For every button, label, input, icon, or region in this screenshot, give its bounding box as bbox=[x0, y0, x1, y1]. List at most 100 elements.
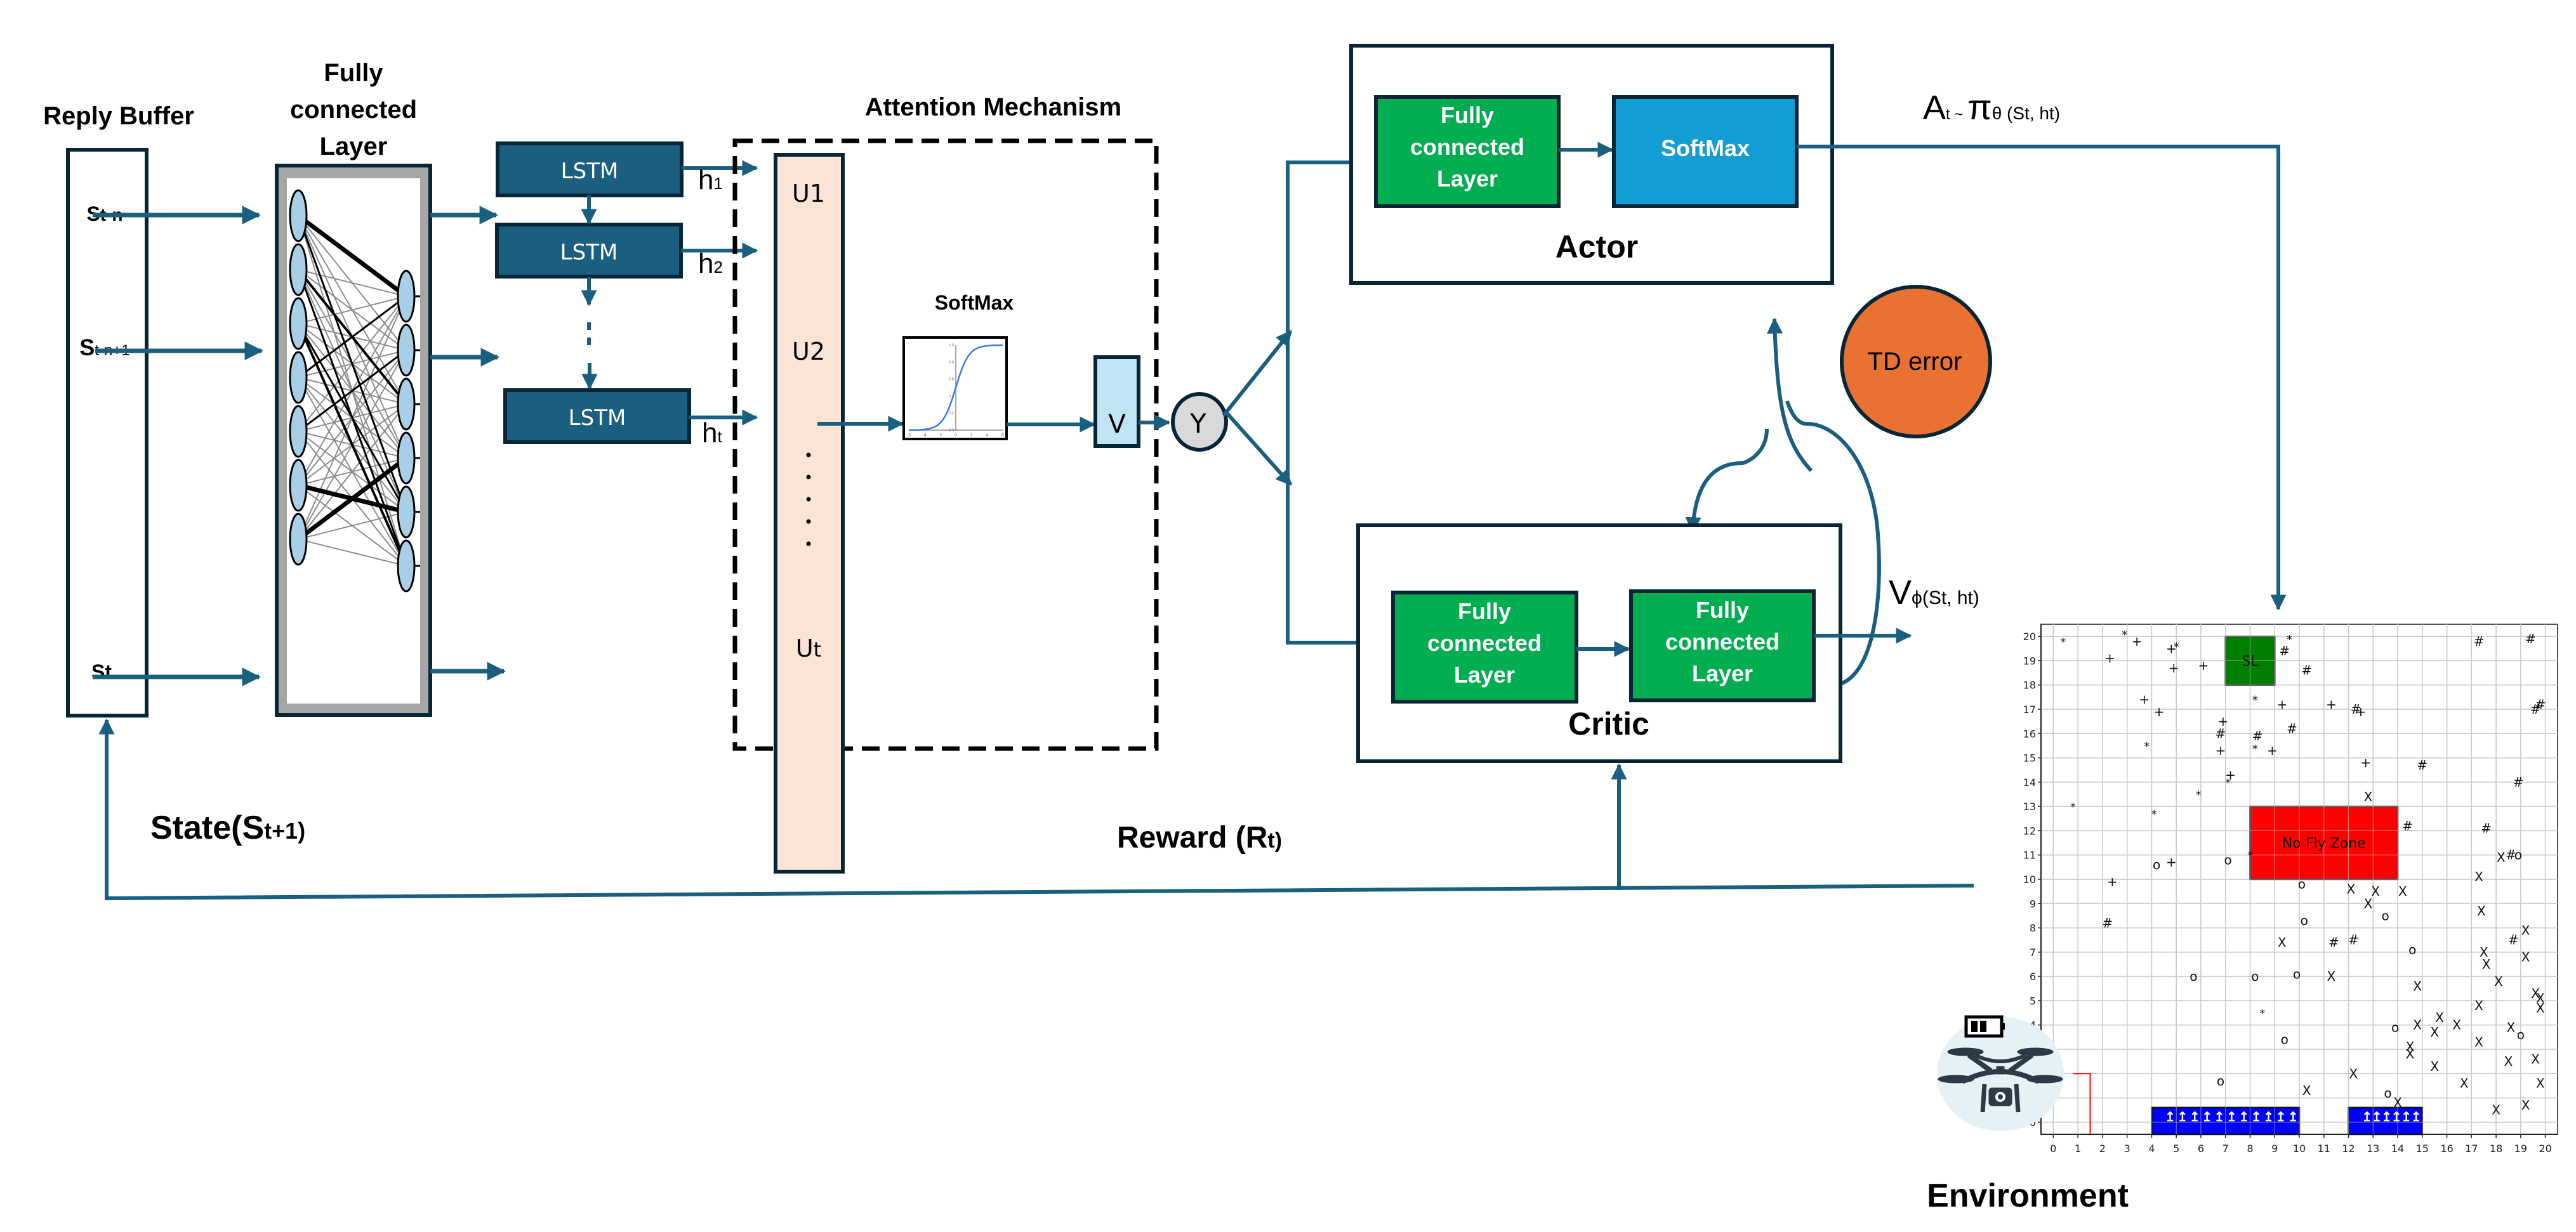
sigmoid-x-tick: 4 bbox=[986, 433, 988, 438]
env-marker: + bbox=[2356, 704, 2367, 719]
env-y-tick: 5 bbox=[2030, 995, 2036, 1007]
nn-input-node bbox=[289, 351, 308, 404]
env-marker: o bbox=[2190, 969, 2197, 984]
env-marker: X bbox=[2521, 950, 2530, 965]
y-node bbox=[1171, 392, 1228, 452]
env-marker: # bbox=[2351, 702, 2361, 717]
connector-to-critic bbox=[1286, 331, 1390, 651]
tree-icon: ↥ bbox=[2372, 1110, 2382, 1124]
nn-input-node bbox=[289, 405, 308, 458]
fc-input-title-1: Fully bbox=[324, 59, 383, 87]
water-zone bbox=[2348, 1106, 2424, 1136]
v-label: V bbox=[1108, 410, 1126, 439]
nn-input-node bbox=[289, 459, 308, 512]
env-marker: o bbox=[2251, 969, 2259, 984]
env-marker: * bbox=[2122, 628, 2127, 641]
env-marker: + bbox=[2139, 692, 2150, 707]
env-marker: # bbox=[2506, 848, 2516, 863]
env-marker: o bbox=[2382, 908, 2389, 923]
env-marker: X bbox=[2477, 903, 2486, 919]
env-marker: o bbox=[2301, 913, 2308, 928]
env-marker: X bbox=[2492, 1103, 2500, 1118]
sigmoid-curve bbox=[909, 344, 1003, 431]
nn-strong-connection bbox=[296, 214, 408, 298]
env-marker: X bbox=[2521, 1098, 2530, 1113]
env-marker: + bbox=[2166, 855, 2177, 870]
env-marker: * bbox=[2144, 740, 2150, 753]
env-marker: * bbox=[2070, 801, 2076, 814]
env-x-tick: 2 bbox=[2099, 1143, 2106, 1155]
env-y-tick: 16 bbox=[2023, 728, 2036, 740]
reward-label: Reward (Rt) bbox=[1117, 821, 1282, 855]
env-marker: X bbox=[2536, 1076, 2545, 1091]
env-marker: + bbox=[2166, 641, 2177, 656]
tree-icon: ↥ bbox=[2401, 1110, 2412, 1124]
env-marker: o bbox=[2293, 966, 2301, 981]
env-marker: # bbox=[2216, 726, 2226, 741]
env-marker: X bbox=[2364, 789, 2373, 804]
nn-output-node bbox=[397, 485, 416, 539]
sl-zone-label: SL bbox=[2242, 653, 2259, 669]
tree-icon: ↥ bbox=[2251, 1110, 2262, 1124]
env-marker: X bbox=[2398, 884, 2407, 899]
replay-buffer-box bbox=[66, 148, 149, 718]
tree-icon: ↥ bbox=[2177, 1110, 2188, 1124]
env-marker: * bbox=[2252, 742, 2258, 756]
fc-input-title-3: Layer bbox=[320, 133, 388, 161]
env-marker: X bbox=[2474, 869, 2483, 884]
env-y-tick: 20 bbox=[2023, 631, 2036, 643]
state-feedback-label: State(St+1) bbox=[150, 809, 305, 846]
env-marker: + bbox=[2225, 767, 2236, 782]
sigmoid-y-tick: 0.0 bbox=[949, 429, 954, 433]
attention-dashed-box bbox=[732, 138, 1159, 751]
env-marker: o bbox=[2224, 852, 2231, 867]
env-marker: # bbox=[2102, 915, 2113, 931]
env-x-tick: 17 bbox=[2465, 1143, 2478, 1155]
env-marker: # bbox=[2402, 818, 2413, 834]
arrow-action-to-env bbox=[1797, 145, 2287, 611]
env-y-tick: 8 bbox=[2030, 922, 2036, 934]
no-fly-zone-label: No Fly Zone bbox=[2282, 836, 2366, 852]
env-x-tick: 8 bbox=[2247, 1143, 2253, 1155]
nn-strong-connection bbox=[297, 269, 407, 567]
actor-softmax-label: SoftMax bbox=[1661, 135, 1750, 161]
environment-title: Environment bbox=[1927, 1177, 2129, 1214]
env-x-tick: 7 bbox=[2223, 1143, 2229, 1155]
env-marker: X bbox=[2347, 881, 2356, 896]
critic-fc1-label-2: connected bbox=[1427, 630, 1542, 656]
tree-icon: ↥ bbox=[2411, 1110, 2422, 1124]
env-marker: X bbox=[2531, 986, 2540, 1001]
nn-connection bbox=[298, 403, 407, 540]
env-marker: o bbox=[2217, 1073, 2224, 1089]
tree-icon: ↥ bbox=[2381, 1110, 2392, 1124]
env-x-tick: 4 bbox=[2148, 1143, 2155, 1155]
tree-icon: ↥ bbox=[2238, 1110, 2249, 1124]
env-x-tick: 13 bbox=[2367, 1143, 2379, 1155]
attention-title: Attention Mechanism bbox=[865, 93, 1121, 121]
nn-strong-connection bbox=[297, 215, 407, 513]
sigmoid-x-tick: -4 bbox=[923, 433, 927, 438]
env-marker: + bbox=[2276, 697, 2287, 712]
nn-input-node bbox=[289, 513, 308, 566]
env-marker: * bbox=[2247, 849, 2253, 863]
sigmoid-x-tick: -2 bbox=[938, 433, 942, 438]
env-y-tick: 17 bbox=[2023, 704, 2036, 716]
drone-path bbox=[2073, 1073, 2091, 1134]
value-curve-to-td bbox=[1785, 400, 1881, 686]
env-marker: * bbox=[2151, 808, 2157, 822]
tree-icon: ↥ bbox=[2288, 1110, 2299, 1124]
lstm-cell-2-label: LSTM bbox=[560, 240, 618, 265]
u-item-2: U2 bbox=[792, 337, 825, 365]
env-marker: o bbox=[2298, 877, 2306, 892]
sigmoid-x-tick: -6 bbox=[907, 433, 911, 438]
env-x-tick: 15 bbox=[2416, 1143, 2429, 1155]
env-marker: X bbox=[2480, 945, 2488, 960]
tree-icon: ↥ bbox=[2214, 1110, 2225, 1124]
env-marker: # bbox=[2513, 775, 2524, 790]
env-marker: * bbox=[2174, 640, 2179, 653]
env-marker: # bbox=[2348, 933, 2359, 948]
tree-icon: ↥ bbox=[2202, 1110, 2212, 1124]
env-marker: + bbox=[2198, 658, 2209, 673]
env-marker: + bbox=[2360, 755, 2371, 770]
env-y-tick: 9 bbox=[2030, 898, 2036, 910]
